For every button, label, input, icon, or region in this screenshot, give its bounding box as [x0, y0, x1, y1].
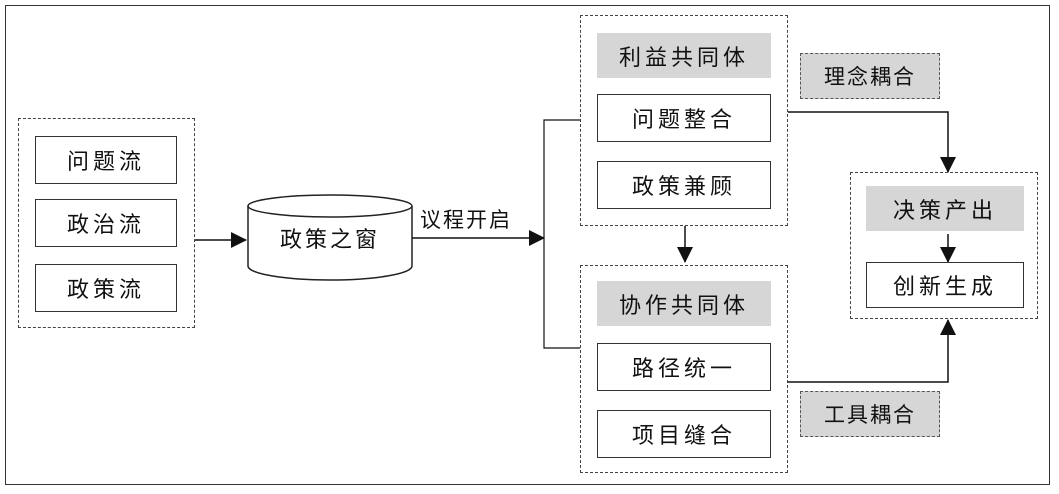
collab-community-group [580, 265, 788, 473]
problem-stream-box: 问题流 [35, 136, 177, 184]
interest-community-title: 利益共同体 [597, 33, 771, 78]
policy-window-label: 政策之窗 [279, 228, 380, 253]
concept-coupling-label: 理念耦合 [800, 53, 940, 99]
decision-output-group [850, 172, 1038, 319]
agenda-open-label: 议程开启 [420, 208, 512, 232]
innovation-result-box: 创新生成 [866, 262, 1024, 308]
policy-balance-box: 政策兼顾 [597, 161, 771, 209]
bracket-communities [543, 119, 580, 349]
collab-community-title: 协作共同体 [597, 281, 771, 326]
tool-coupling-label: 工具耦合 [800, 391, 940, 437]
interest-community-group [580, 15, 788, 226]
politics-stream-box: 政治流 [35, 199, 177, 247]
path-unification-box: 路径统一 [597, 343, 771, 391]
policy-stream-box: 政策流 [35, 264, 177, 312]
arrow-concept-coupling [788, 111, 956, 173]
decision-output-title: 决策产出 [866, 186, 1024, 231]
problem-integration-box: 问题整合 [597, 94, 771, 142]
policy-window-cylinder [247, 194, 413, 281]
project-stitching-box: 项目缝合 [597, 410, 771, 458]
outer-frame [5, 5, 1050, 485]
streams-group [18, 118, 195, 328]
arrow-tool-coupling [788, 319, 956, 383]
